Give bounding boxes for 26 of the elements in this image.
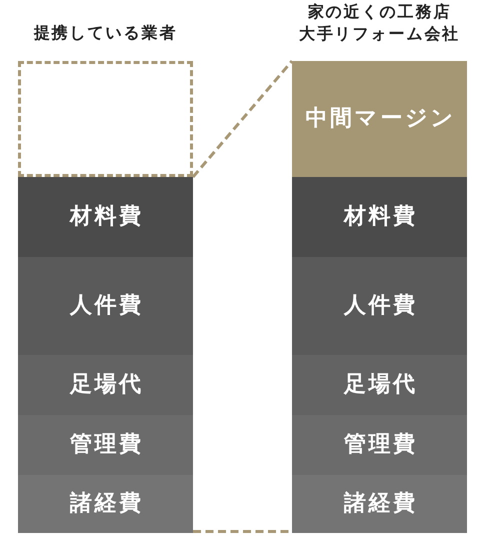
cost-segment	[292, 475, 467, 533]
column-heading: 大手リフォーム会社	[298, 24, 460, 44]
segment-label: 人件費	[342, 295, 418, 317]
cost-segment	[292, 355, 467, 415]
cost-segment	[18, 177, 193, 257]
segment-label: 諸経費	[342, 493, 418, 515]
column-heading: 家の近くの工務店	[308, 2, 452, 22]
segment-label: 中間マージン	[304, 108, 456, 130]
cost-segment	[292, 257, 467, 355]
segment-label: 材料費	[68, 206, 144, 228]
margin-segment	[292, 61, 467, 177]
cost-segment	[18, 475, 193, 533]
segment-label: 管理費	[68, 434, 144, 456]
cost-segment	[292, 415, 467, 475]
cost-segment	[18, 415, 193, 475]
segment-label: 人件費	[68, 295, 144, 317]
cost-segment	[18, 257, 193, 355]
segment-label: 管理費	[342, 434, 418, 456]
segment-label: 足場代	[342, 374, 418, 396]
cost-segment	[292, 177, 467, 257]
segment-label: 諸経費	[68, 493, 144, 515]
column-heading: 提携している業者	[34, 23, 178, 43]
cost-segment	[18, 355, 193, 415]
dashed-connector	[192, 60, 294, 178]
segment-label: 材料費	[342, 206, 418, 228]
segment-label: 足場代	[68, 374, 144, 396]
